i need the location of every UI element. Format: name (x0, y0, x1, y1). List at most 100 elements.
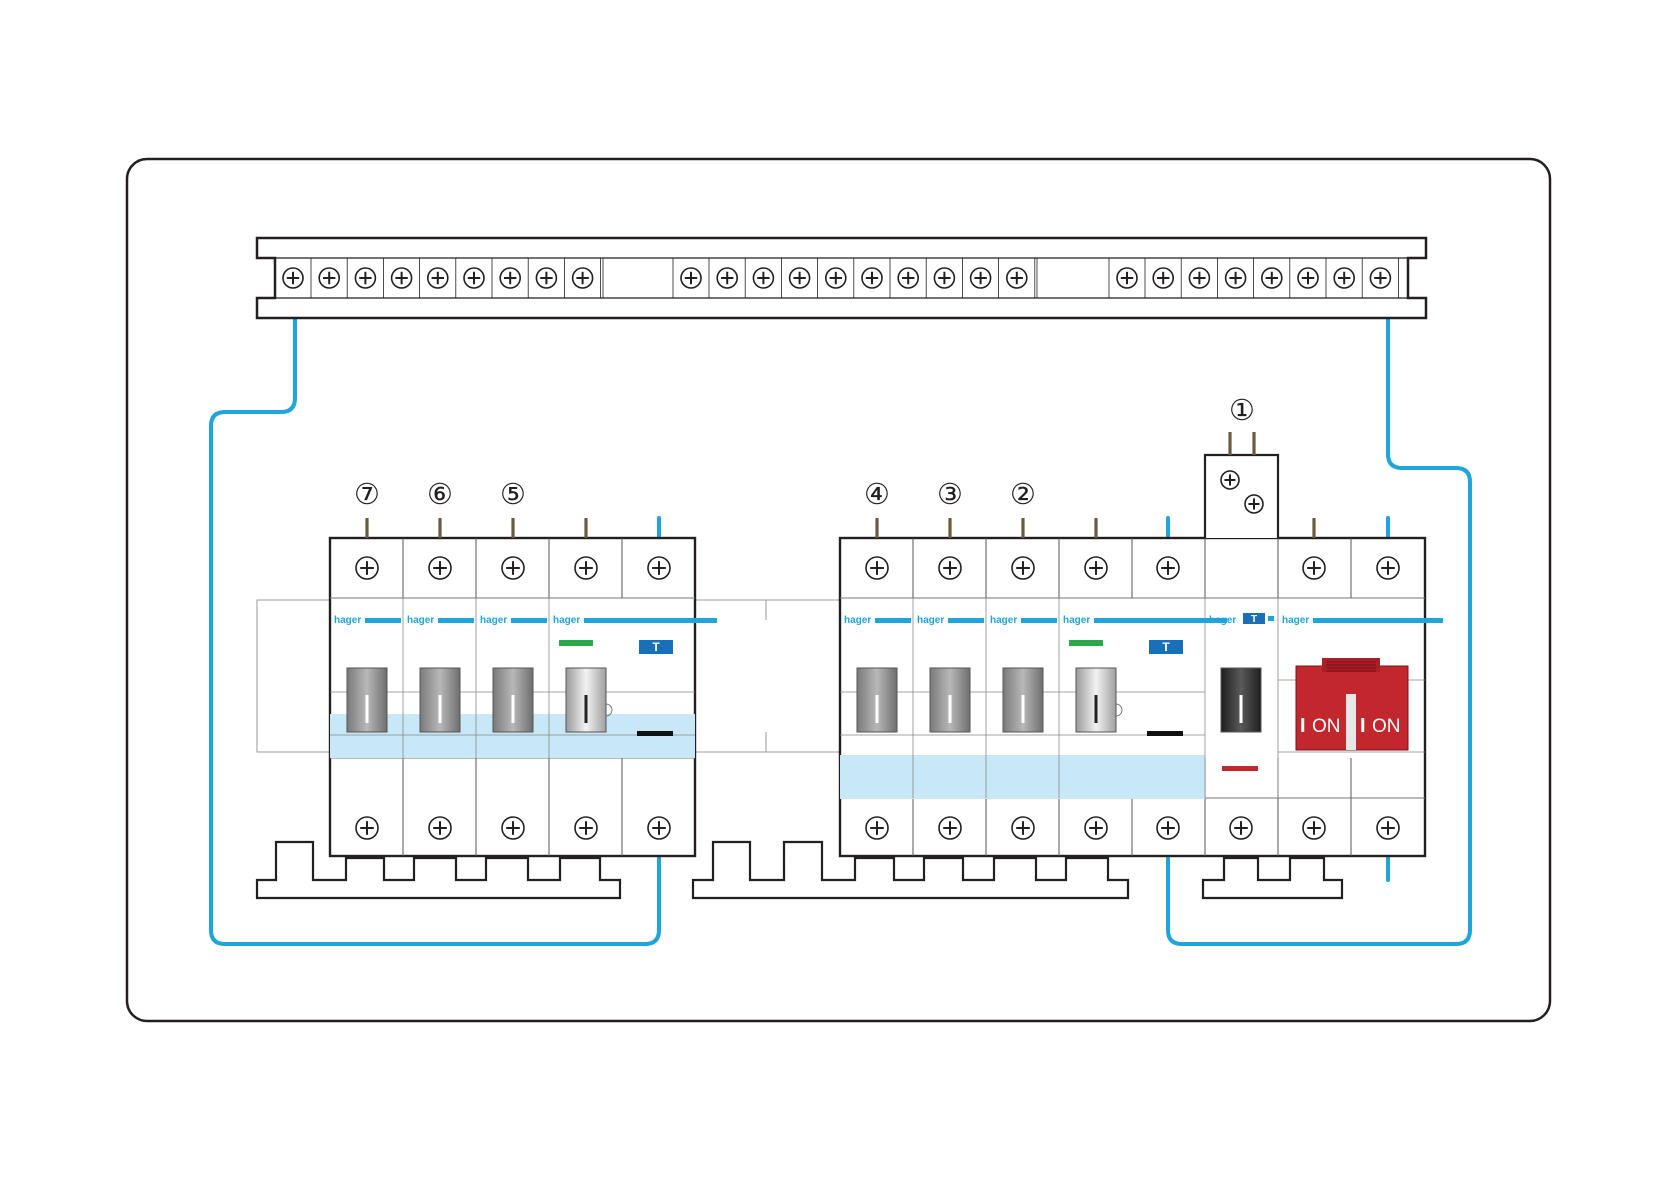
screw-icon (865, 816, 889, 840)
circuit-number-label: ⑤ (500, 477, 526, 511)
top-terminal-bar (255, 236, 1428, 320)
test-button (1149, 640, 1183, 654)
screw-icon (1188, 267, 1211, 289)
brand-strip (584, 618, 717, 623)
test-button-label: T (1162, 640, 1170, 654)
screw-icon (571, 267, 594, 289)
switch-on-label: ON (1312, 716, 1341, 737)
screw-icon (680, 267, 702, 289)
brand-strip (948, 618, 984, 623)
screw-icon (355, 556, 379, 580)
brand-strip (1021, 618, 1057, 623)
brand-strip (438, 618, 474, 623)
screw-icon (355, 816, 379, 840)
screw-icon (1229, 816, 1253, 840)
handle-hook (605, 703, 613, 717)
screw-icon (752, 267, 775, 289)
indicator-red (1222, 766, 1258, 771)
test-badge (1243, 613, 1265, 624)
screw-icon (1084, 556, 1108, 580)
switch-on-label: ON (1372, 716, 1401, 737)
screw-icon (1261, 267, 1283, 289)
screw-icon (535, 267, 558, 289)
screw-icon (938, 556, 962, 580)
test-button-label: T (652, 640, 660, 654)
switch-i-label: I (1360, 715, 1366, 737)
screw-icon (463, 267, 485, 289)
screw-icon (865, 556, 889, 580)
brand-label: hager (553, 615, 580, 626)
screw-icon (1220, 470, 1240, 490)
screw-icon (647, 816, 671, 840)
screw-icon (1376, 556, 1400, 580)
busbar-comb (1201, 856, 1344, 900)
screw-icon (1005, 267, 1028, 289)
screw-icon (1333, 267, 1355, 289)
brand-label: hager (917, 615, 944, 626)
screw-icon (1116, 267, 1138, 289)
circuit-number-label: ⑦ (354, 477, 380, 511)
screw-icon (1369, 267, 1392, 289)
screw-icon (426, 267, 449, 289)
brand-label: hager (1063, 615, 1090, 626)
screw-icon (1297, 267, 1319, 289)
brand-label: hager (407, 615, 434, 626)
screw-icon (1152, 267, 1174, 289)
handle-hook (1115, 703, 1123, 717)
busbar-comb (255, 840, 622, 900)
circuit-number-label: ① (1229, 393, 1255, 427)
screw-icon (354, 267, 377, 289)
indicator-green (559, 640, 593, 646)
brand-label: hager (334, 615, 361, 626)
brand-label: hager (480, 615, 507, 626)
test-button (639, 640, 673, 654)
rcd-bar (637, 731, 673, 736)
screw-icon (1011, 816, 1035, 840)
screw-icon (969, 267, 992, 289)
screw-icon (1156, 816, 1180, 840)
top-bar-screws (282, 258, 1399, 298)
screw-icon (716, 267, 739, 289)
screw-icon (428, 816, 452, 840)
screw-icon (1156, 556, 1180, 580)
screw-icon (428, 556, 452, 580)
wiring (209, 316, 1472, 946)
rcd-bar (1147, 731, 1183, 736)
screw-icon (788, 267, 811, 289)
screw-icon (824, 267, 847, 289)
brand-strip (1268, 616, 1274, 621)
screw-icon (499, 267, 522, 289)
surge-module-top (1203, 453, 1280, 538)
screw-icon (1084, 816, 1108, 840)
screw-icon (1302, 556, 1326, 580)
screw-icon (938, 816, 962, 840)
switch-i-label: I (1300, 715, 1306, 737)
screw-icon (501, 816, 525, 840)
brand-label: hager (1282, 615, 1309, 626)
screw-icon (933, 267, 956, 289)
screw-icon (1011, 556, 1035, 580)
breaker-modules: hager hager hager hager hager hager hager hager… (255, 432, 1443, 900)
wire-right-loop (1166, 316, 1472, 946)
test-badge-label: T (1251, 614, 1257, 625)
brand-strip (1313, 618, 1443, 623)
brand-label: hager (1209, 615, 1236, 626)
circuit-number-label: ③ (937, 477, 963, 511)
screw-icon (897, 267, 920, 289)
screw-icon (501, 556, 525, 580)
screw-icon (647, 556, 671, 580)
brand-strip (511, 618, 547, 623)
screw-icon (574, 556, 598, 580)
brand-strip (875, 618, 911, 623)
switch-gap (1346, 694, 1356, 750)
circuit-number-label: ④ (864, 477, 890, 511)
indicator-green (1069, 640, 1103, 646)
screw-icon (1376, 816, 1400, 840)
busbar-comb (691, 840, 1130, 900)
brand-strip (1094, 618, 1227, 623)
screw-icon (1224, 267, 1247, 289)
screw-icon (282, 267, 304, 289)
